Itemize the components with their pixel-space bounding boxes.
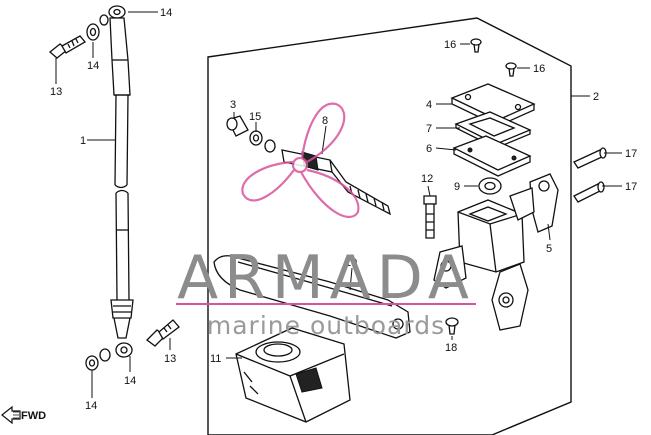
callout-16-right: 16 [533,63,545,75]
master-cylinder-body [433,173,559,331]
callout-11: 11 [210,353,221,365]
callout-8: 8 [322,115,328,127]
callout-3: 3 [230,99,236,111]
callout-14-bottom: 14 [85,400,97,412]
boot [478,177,502,195]
watermark-divider [176,303,476,305]
callout-13-bottom: 13 [164,353,176,365]
banjo-bolts [48,35,180,347]
propeller-logo-icon [241,102,360,218]
callout-17-top: 17 [625,148,637,160]
callout-15: 15 [249,111,261,123]
callout-14-top: 14 [160,7,172,19]
leader-lines [55,11,622,398]
callout-7: 7 [426,123,432,135]
assembly-frame [207,17,572,435]
part-callouts: 14 14 13 1 3 15 8 16 16 2 4 7 6 17 9 12 … [50,7,637,412]
callout-5: 5 [546,243,552,255]
callout-12: 12 [421,173,433,185]
watermark: ARMADA marine outboards [176,102,476,340]
callout-2: 2 [593,91,599,103]
watermark-tagline: marine outboards [207,311,445,340]
brake-hose [108,5,134,358]
callout-4: 4 [426,99,432,111]
reservoir-cap-stack [450,83,536,177]
fwd-arrow-icon [1,405,21,425]
callout-14-mid: 14 [124,375,136,387]
fwd-label: FWD [21,410,46,422]
watermark-brand: ARMADA [177,243,475,313]
forward-direction-indicator: FWD [1,405,46,425]
callout-16-top: 16 [444,39,456,51]
pivot-bolt [423,195,437,239]
brake-lever [213,255,411,339]
callout-1: 1 [80,135,86,147]
callout-14-left: 14 [87,60,99,72]
callout-6: 6 [426,143,432,155]
switch-housing [235,327,351,423]
callout-18: 18 [445,342,457,354]
callout-9: 9 [454,181,460,193]
callout-10: 10 [345,257,357,269]
cap-screws [445,38,607,335]
callout-13-left: 13 [50,86,62,98]
callout-17-bottom: 17 [625,181,637,193]
